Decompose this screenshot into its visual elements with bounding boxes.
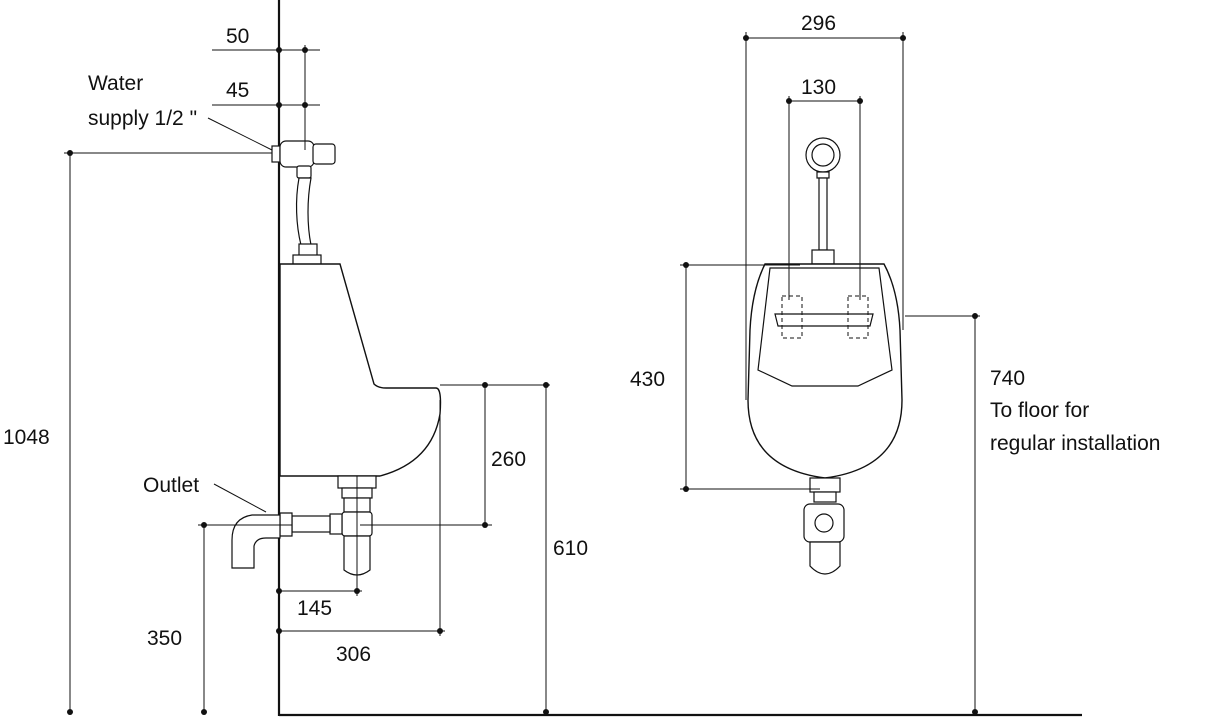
flush-valve-side [271,140,336,266]
dim-740-label: 740 [990,367,1025,390]
trap-outlet-front [803,477,845,575]
front-dimension-lines [680,32,980,715]
outlet-label: Outlet [143,474,199,497]
dim-45-label: 45 [226,79,249,102]
dim-1048-label: 1048 [3,426,50,449]
dim-145-label: 145 [297,597,332,620]
trap-outlet-side [231,475,377,576]
dim-296-label: 296 [801,12,836,35]
dim-50-label: 50 [226,25,249,48]
dim-430-label: 430 [630,368,665,391]
wall-and-floor [277,0,1082,717]
urinal-body-side [279,263,442,477]
side-view: 50 45 Water supply 1/2 " Outlet 1048 260… [3,25,588,715]
dim-350-label: 350 [147,627,182,650]
water-supply-label-line1: Water [88,72,143,95]
urinal-body-front [747,263,903,479]
installation-note-line2: regular installation [990,432,1160,455]
installation-note-line1: To floor for [990,399,1089,422]
dim-260-label: 260 [491,448,526,471]
dim-610-label: 610 [553,537,588,560]
dim-306-label: 306 [336,643,371,666]
water-supply-label-line2: supply 1/2 " [88,107,197,130]
side-dimension-lines [64,45,550,715]
front-view: 296 130 430 740 To floor for regular ins… [630,12,1160,715]
flush-valve-front [805,137,841,265]
dim-130-label: 130 [801,76,836,99]
